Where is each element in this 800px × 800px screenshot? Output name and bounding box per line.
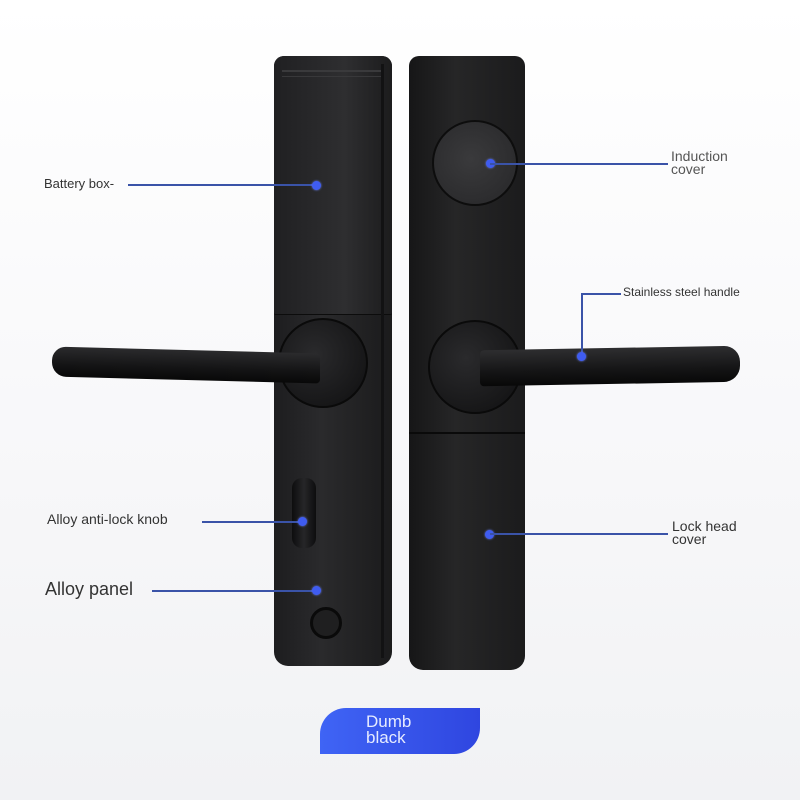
handle-leader-horizontal [581,293,621,295]
lock-head-cover-split [409,432,525,434]
anti-lock-knob-marker [298,517,307,526]
left-lever-handle [52,346,320,384]
lock-head-cover-label: Lock head cover [672,518,737,547]
battery-box-marker [312,181,321,190]
lock-head-cover-marker [485,530,494,539]
handle-marker [577,352,586,361]
battery-box-label: Battery box- [44,176,115,191]
stainless-handle-label: Stainless steel handle [623,285,740,299]
anti-lock-knob [292,478,316,548]
panel-groove [282,76,384,77]
alloy-panel-label: Alloy panel [45,579,134,599]
panel-edge [381,64,384,658]
induction-cover-label: Induction cover [671,148,728,177]
finish-badge-text: Dumb black [366,712,412,747]
handle-leader-vertical [581,293,583,355]
anti-lock-knob-label: Alloy anti-lock knob [47,511,168,527]
battery-box-leader [128,184,316,186]
induction-cover-leader [490,163,668,165]
panel-groove [282,70,384,72]
alloy-panel-marker [312,586,321,595]
finish-badge: Dumb black [320,708,480,754]
anti-lock-knob-leader [202,521,302,523]
right-lever-handle [480,345,740,387]
keyhole [310,607,342,639]
alloy-panel-leader [152,590,316,592]
lock-head-cover-leader [490,533,668,535]
